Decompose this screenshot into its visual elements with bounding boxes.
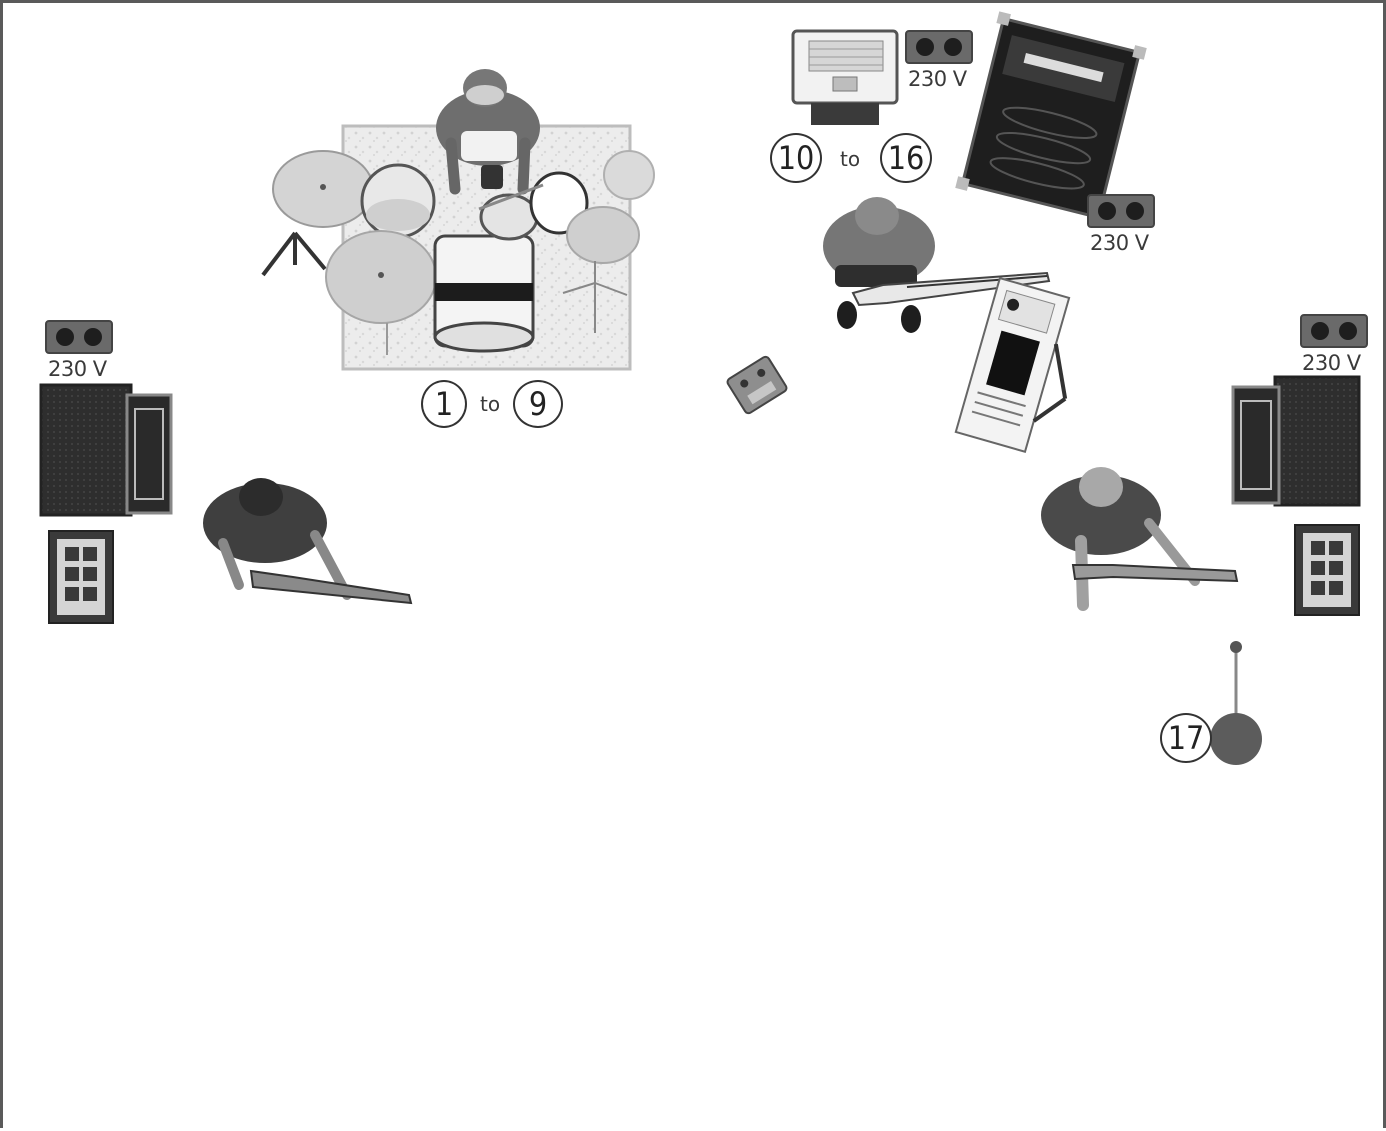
vocal-mic-stand — [1210, 641, 1262, 765]
stage-plot-drawing — [3, 3, 1386, 1131]
voltage-label-bass: 230 V — [1090, 233, 1149, 254]
splash-cymbal — [604, 151, 654, 199]
channel-badge-vocal: 17 — [1160, 713, 1212, 763]
power-outlet-bass — [1088, 195, 1154, 227]
bass-amp-cabinet — [955, 11, 1147, 224]
keyboard-synth-on-stand — [956, 278, 1092, 458]
left-road-case — [49, 531, 113, 623]
voltage-label-right: 230 V — [1302, 353, 1361, 374]
drummer-figure — [436, 69, 540, 189]
voltage-label-laptop: 230 V — [908, 69, 967, 90]
effects-pedal — [726, 355, 788, 414]
channel-range-word-keys: to — [840, 149, 860, 169]
channel-badge-keys-end: 16 — [880, 133, 932, 183]
channel-badge-drums-end: 9 — [513, 380, 563, 428]
right-road-case — [1295, 525, 1359, 615]
power-outlet-right-guitar — [1301, 315, 1367, 347]
laptop-on-stand — [793, 31, 897, 125]
voltage-label-left: 230 V — [48, 359, 107, 380]
left-guitarist-figure — [203, 478, 411, 603]
power-outlet-drum-left — [46, 321, 112, 353]
crash-cymbal-right — [567, 207, 639, 263]
right-guitarist-figure — [1041, 467, 1237, 605]
right-guitar-amp-cabinet — [1233, 377, 1359, 505]
rack-tom — [481, 195, 537, 239]
channel-range-word-drums: to — [480, 394, 500, 414]
channel-badge-keys-start: 10 — [770, 133, 822, 183]
power-outlet-laptop — [906, 31, 972, 63]
channel-badge-drums-start: 1 — [421, 380, 467, 428]
left-guitar-amp-cabinet — [41, 385, 171, 515]
